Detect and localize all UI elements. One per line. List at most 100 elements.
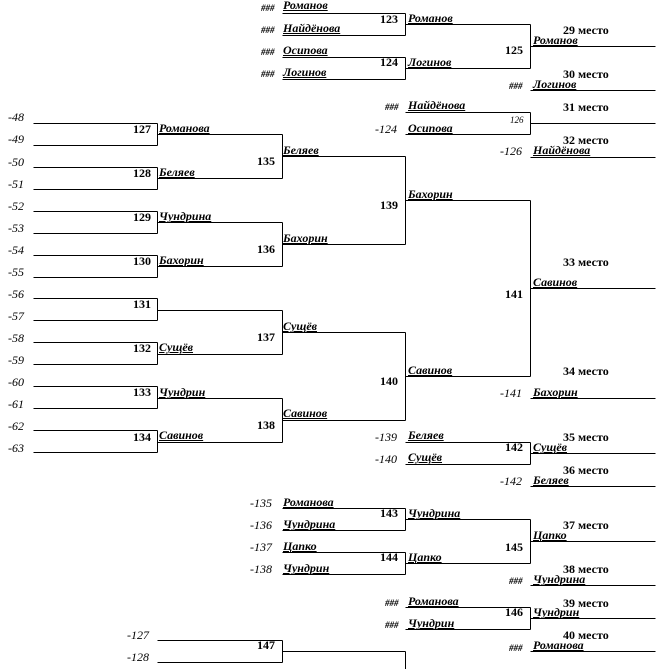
bracket-match-m138: 138 <box>257 418 275 432</box>
bracket-match-m140: 140 <box>380 374 398 388</box>
bracket-hash-h10: ### <box>509 643 523 653</box>
bracket-seed-s127: -127 <box>127 628 149 642</box>
bracket-seed-s136: -136 <box>250 518 272 532</box>
bracket-name-r37: Цапко <box>533 528 567 542</box>
bracket-name-r39: Романова <box>408 594 459 608</box>
bracket-name-r11: Найдёнова <box>533 143 591 157</box>
bracket-name-r27: Беляев <box>408 428 444 442</box>
bracket-seed-s137: -137 <box>250 540 272 554</box>
bracket-match-m129: 129 <box>133 210 151 224</box>
bracket-seed-s135: -135 <box>250 496 272 510</box>
bracket-seed-s61: -61 <box>8 397 24 411</box>
bracket-place-p30: 30 место <box>563 67 609 81</box>
bracket-name-r28: Сущёв <box>408 450 443 464</box>
bracket-name-r15: Чундрина <box>159 209 212 223</box>
bracket-seed-s51: -51 <box>8 177 24 191</box>
bracket-name-r17: Бахорин <box>283 231 328 245</box>
bracket-match-m127: 127 <box>133 122 151 136</box>
bracket-place-p35: 35 место <box>563 430 609 444</box>
bracket-match-m144: 144 <box>380 550 398 564</box>
bracket-match-m143: 143 <box>380 506 398 520</box>
bracket-place-p29: 29 место <box>563 23 609 37</box>
bracket-seed-s48: -48 <box>8 110 24 124</box>
bracket-name-r06: Логинов <box>408 55 452 69</box>
bracket-seed-s62: -62 <box>8 419 24 433</box>
bracket-seed-s58: -58 <box>8 331 24 345</box>
bracket-seed-s49: -49 <box>8 132 24 146</box>
bracket-name-r30: Беляев <box>533 473 569 487</box>
bracket-seed-s128: -128 <box>127 650 149 664</box>
bracket-match-m139: 139 <box>380 198 398 212</box>
bracket-name-r32: Чундрина <box>283 517 336 531</box>
bracket-name-r08: Логинов <box>533 77 577 91</box>
bracket-place-p38: 38 место <box>563 562 609 576</box>
bracket-hash-h07: ### <box>509 576 523 586</box>
bracket-name-r21: Сущёв <box>283 319 318 333</box>
bracket-place-p33: 33 место <box>563 255 609 269</box>
bracket-match-m141: 141 <box>505 287 523 301</box>
bracket-match-m145: 145 <box>505 540 523 554</box>
bracket-match-m137: 137 <box>257 330 275 344</box>
bracket-name-r19: Савинов <box>533 275 578 289</box>
bracket-match-m124: 124 <box>380 55 398 69</box>
bracket-seed-s126: -126 <box>500 144 522 158</box>
bracket-match-m135: 135 <box>257 154 275 168</box>
bracket-match-m134: 134 <box>133 430 151 444</box>
bracket-place-p40: 40 место <box>563 628 609 642</box>
bracket-seed-s139: -139 <box>375 430 397 444</box>
bracket-seed-s52: -52 <box>8 199 24 213</box>
bracket-name-r20: Сущёв <box>159 340 194 354</box>
bracket-name-r25: Бахорин <box>533 385 578 399</box>
bracket-name-r14: Беляев <box>283 143 319 157</box>
bracket-name-r02: Найдёнова <box>283 21 341 35</box>
bracket-name-r42: Романова <box>533 638 584 652</box>
bracket-match-m128: 128 <box>133 166 151 180</box>
bracket-hash-h09: ### <box>385 620 399 630</box>
bracket-seed-s55: -55 <box>8 265 24 279</box>
bracket-seed-s53: -53 <box>8 221 24 235</box>
bracket-name-r24: Савинов <box>159 428 204 442</box>
bracket-place-p31: 31 место <box>563 100 609 114</box>
bracket-match-m146: 146 <box>505 605 523 619</box>
bracket-name-r18: Бахорин <box>408 187 453 201</box>
bracket-match-m123: 123 <box>380 12 398 26</box>
bracket-name-r41: Чундрин <box>533 605 580 619</box>
bracket-name-r12: Романова <box>159 121 210 135</box>
bracket-name-r34: Цапко <box>283 539 317 553</box>
bracket-seed-s124: -124 <box>375 122 397 136</box>
bracket-match-m130: 130 <box>133 254 151 268</box>
bracket-name-r40: Чундрин <box>408 616 455 630</box>
bracket-seed-s50: -50 <box>8 155 24 169</box>
bracket-seed-s141: -141 <box>500 386 522 400</box>
bracket-seed-s59: -59 <box>8 353 24 367</box>
bracket-match-m136: 136 <box>257 242 275 256</box>
bracket-place-p39: 39 место <box>563 596 609 610</box>
bracket-hash-h08: ### <box>385 598 399 608</box>
bracket-match-m131: 131 <box>133 297 151 311</box>
bracket-seed-s57: -57 <box>8 309 24 323</box>
bracket-hash-h02: ### <box>261 25 275 35</box>
bracket-name-r05: Романов <box>408 11 453 25</box>
bracket-seed-s140: -140 <box>375 452 397 466</box>
bracket-name-r07: Романов <box>533 33 578 47</box>
bracket-seed-s63: -63 <box>8 441 24 455</box>
bracket-hash-h06: ### <box>385 102 399 112</box>
bracket-small-m126: 126 <box>510 115 524 125</box>
bracket-seed-s138: -138 <box>250 562 272 576</box>
bracket-name-r29: Сущёв <box>533 440 568 454</box>
bracket-hash-h04: ### <box>261 69 275 79</box>
bracket-name-r03: Осипова <box>283 43 328 57</box>
bracket-match-m125: 125 <box>505 43 523 57</box>
bracket-name-r26: Савинов <box>283 406 328 420</box>
bracket-name-r35: Чундрин <box>283 561 330 575</box>
bracket-hash-h05: ### <box>509 81 523 91</box>
bracket-seed-s142: -142 <box>500 474 522 488</box>
bracket-name-r01: Романов <box>283 0 328 12</box>
bracket-seed-s60: -60 <box>8 375 24 389</box>
bracket-name-r36: Цапко <box>408 550 442 564</box>
bracket-match-m147: 147 <box>257 638 275 652</box>
bracket-hash-h01: ### <box>261 3 275 13</box>
bracket-match-m133: 133 <box>133 385 151 399</box>
